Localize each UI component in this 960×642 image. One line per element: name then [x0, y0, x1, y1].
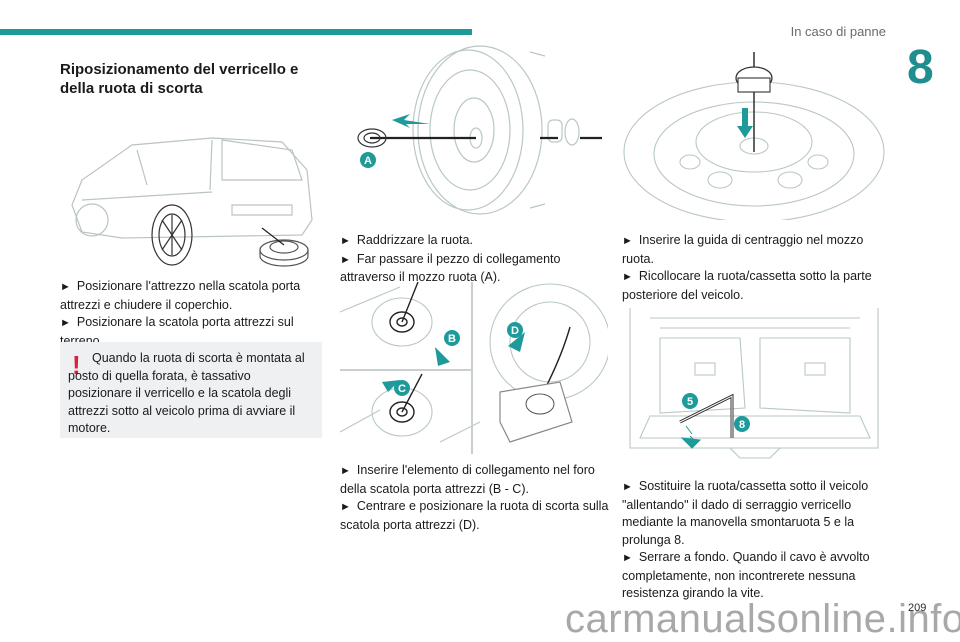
chapter-number: 8: [907, 41, 934, 94]
step-item: ►Inserire la guida di centraggio nel moz…: [622, 233, 864, 266]
bullet-triangle-icon: ►: [60, 317, 71, 329]
step-item: ►Far passare il pezzo di collegamento at…: [340, 251, 561, 285]
label-8: 8: [739, 419, 745, 431]
step-item: ►Raddrizzare la ruota.: [340, 233, 473, 247]
label-a: A: [364, 155, 372, 167]
bullet-triangle-icon: ►: [622, 271, 633, 283]
centering-guide-illustration: [623, 52, 885, 220]
col3-steps-b: ►Sostituire la ruota/cassetta sotto il v…: [622, 478, 894, 603]
warning-text: Quando la ruota di scorta è montata al p…: [68, 351, 305, 435]
col2-steps-a: ►Raddrizzare la ruota. ►Far passare il p…: [340, 232, 608, 287]
bullet-triangle-icon: ►: [340, 253, 351, 266]
col2-steps-b: ►Inserire l'elemento di collegamento nel…: [340, 462, 610, 534]
col1-steps: ►Posizionare l'attrezzo nella scatola po…: [60, 278, 322, 350]
col3-steps-a: ►Inserire la guida di centraggio nel moz…: [622, 232, 892, 304]
step-item: ►Posizionare l'attrezzo nella scatola po…: [60, 279, 301, 312]
bullet-triangle-icon: ►: [340, 235, 351, 247]
toolbox-connection-illustration: B C D: [340, 282, 608, 454]
bullet-triangle-icon: ►: [622, 235, 633, 247]
header-accent-bar: [0, 29, 472, 35]
trunk-crank-illustration: 5 8: [629, 308, 879, 459]
car-illustration: [71, 137, 313, 267]
step-item: ►Sostituire la ruota/cassetta sotto il v…: [622, 479, 869, 547]
step-item: ►Ricollocare la ruota/cassetta sotto la …: [622, 269, 872, 302]
watermark: carmanualsonline.info: [565, 597, 960, 641]
step-item: ►Inserire l'elemento di collegamento nel…: [340, 463, 595, 496]
bullet-triangle-icon: ►: [622, 552, 633, 564]
warning-box: ! Quando la ruota di scorta è montata al…: [60, 342, 322, 438]
label-d: D: [511, 325, 519, 337]
label-b: B: [448, 333, 456, 345]
step-item: ►Centrare e posizionare la ruota di scor…: [340, 499, 609, 532]
step-item: ►Serrare a fondo. Quando il cavo è avvol…: [622, 550, 870, 600]
bullet-triangle-icon: ►: [340, 465, 351, 477]
label-5: 5: [687, 396, 693, 408]
bullet-triangle-icon: ►: [340, 501, 351, 513]
header-section-title: In caso di panne: [790, 24, 886, 39]
bullet-triangle-icon: ►: [622, 481, 633, 493]
section-heading: Riposizionamento del verricello e della …: [60, 61, 299, 97]
wheel-hub-illustration: A: [357, 45, 602, 215]
label-c: C: [398, 383, 406, 395]
bullet-triangle-icon: ►: [60, 281, 71, 293]
page-number: 209: [908, 602, 927, 614]
exclamation-icon: !: [72, 350, 81, 380]
